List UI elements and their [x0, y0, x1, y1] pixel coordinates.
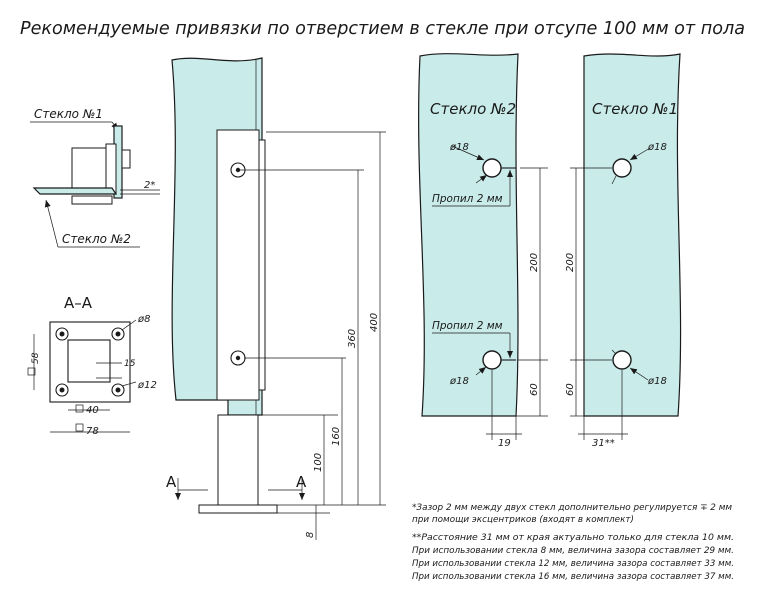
note-line-3: **Расстояние 31 мм от края актуально тол…	[412, 533, 734, 543]
note-line-2: при помощи эксцентриков (входят в компле…	[412, 515, 634, 525]
glass2-dim-200: 200	[529, 253, 540, 272]
dim-d12: ø12	[137, 380, 157, 391]
page-title: Рекомендуемые привязки по отверстием в с…	[20, 19, 745, 39]
glass2-cut-bottom: Пропил 2 мм	[432, 320, 503, 332]
glass2-label-small: Стекло №2	[62, 232, 131, 246]
glass1-panel: Стекло №1 ø18 ø18 200 60 31**	[565, 53, 682, 449]
dim-d8: ø8	[137, 314, 150, 325]
glass2-d18-top: ø18	[449, 142, 469, 153]
dim-15: 15	[124, 359, 136, 369]
glass1-d18-top: ø18	[647, 142, 667, 153]
glass1-dim-31: 31**	[592, 438, 615, 449]
glass2-dim-60: 60	[529, 383, 540, 396]
dim-78: 78	[86, 426, 99, 437]
corner-detail: Стекло №1 2* Стекло №2	[30, 107, 160, 248]
glass1-title: Стекло №1	[592, 100, 678, 118]
dim-58: 58	[31, 352, 41, 364]
glass1-label-small: Стекло №1	[34, 107, 103, 121]
note-line-5: При использовании стекла 12 мм, величина…	[412, 559, 734, 569]
dim-160: 160	[331, 427, 342, 446]
glass2-d18-bottom: ø18	[449, 376, 469, 387]
glass2-dim-19: 19	[498, 438, 511, 449]
dim-100: 100	[313, 453, 324, 472]
gap-2mm-label: 2*	[144, 180, 155, 191]
glass2-cut-top: Пропил 2 мм	[432, 193, 503, 205]
dim-8: 8	[305, 532, 316, 538]
note-line-1: *Зазор 2 мм между двух стекл дополнитель…	[412, 503, 733, 513]
dim-40: 40	[86, 405, 99, 416]
section-aa-label: А–А	[64, 294, 93, 312]
main-elevation: А А 400 360 160 100 8	[166, 57, 386, 540]
note-line-4: При использовании стекла 8 мм, величина …	[412, 546, 734, 556]
glass2-panel: Стекло №2 ø18 Пропил 2 мм Пропил 2 мм ø1…	[418, 53, 548, 449]
glass1-d18-bottom: ø18	[647, 376, 667, 387]
glass2-title: Стекло №2	[430, 100, 516, 118]
dim-360: 360	[347, 329, 358, 348]
cut-a-left: А	[166, 473, 177, 491]
dim-400: 400	[369, 313, 380, 332]
section-aa: А–А ø8 ø12 15 58 40 78	[27, 294, 157, 437]
notes: *Зазор 2 мм между двух стекл дополнитель…	[412, 503, 734, 582]
glass1-dim-200: 200	[565, 253, 576, 272]
note-line-6: При использовании стекла 16 мм, величина…	[412, 572, 734, 582]
cut-a-right: А	[296, 473, 307, 491]
glass1-dim-60: 60	[565, 383, 576, 396]
